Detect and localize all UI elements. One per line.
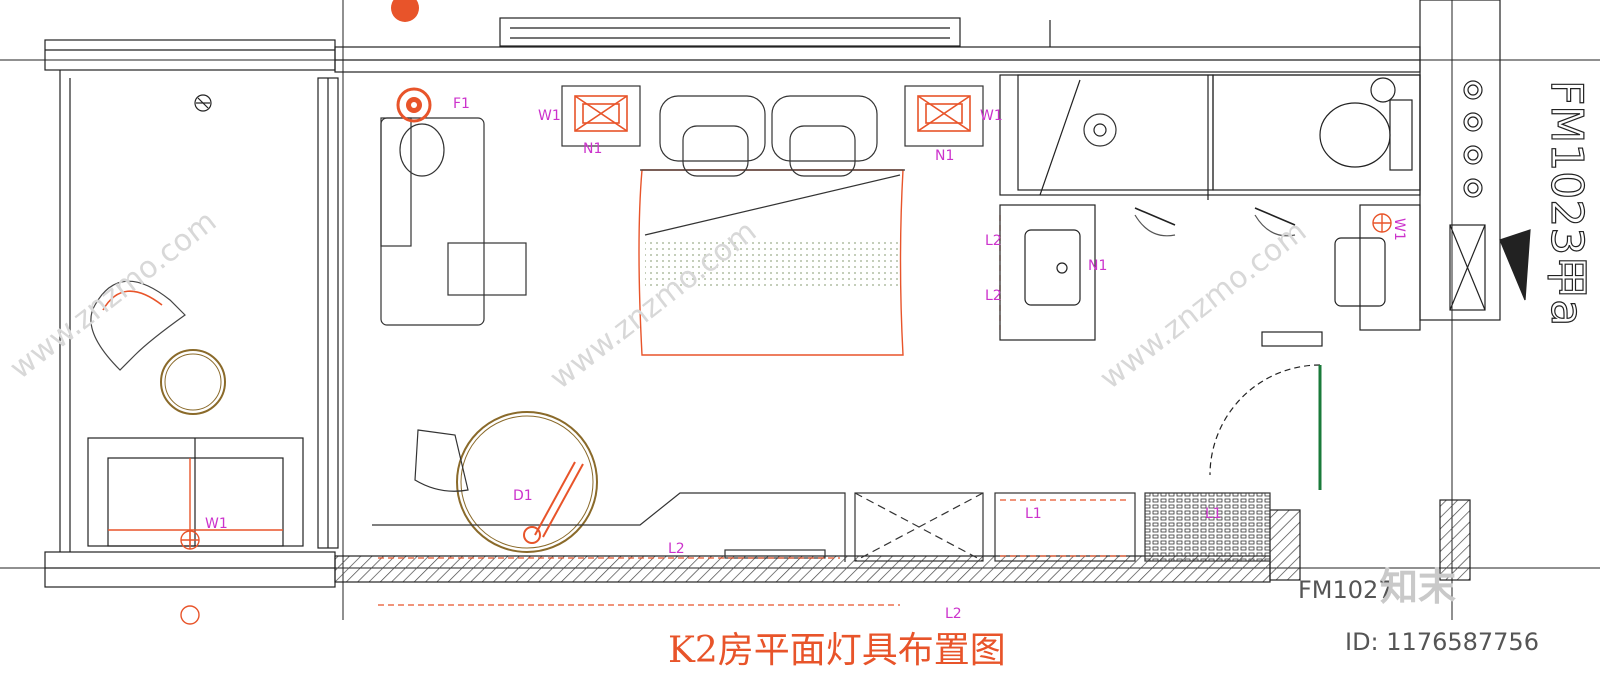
label-l1-closet: L1 [1205,506,1222,522]
label-w1-bath: W1 [1391,218,1407,241]
label-d1: D1 [513,488,533,504]
downlight-icon [180,213,1392,625]
top-wall [44,0,1501,321]
watermark-logo: 知末 [1380,565,1456,609]
wall-lamp-icon-left [574,95,628,132]
right-vents [1449,80,1531,311]
door-label-m1027: FM1027 [1298,576,1394,604]
label-n1-left: N1 [583,141,602,157]
watermark-id: ID: 1176587756 [1345,628,1539,656]
plan-title: K2房平面灯具布置图 [668,630,1006,671]
balcony [59,70,339,552]
label-w1-right: W1 [980,108,1003,124]
label-f1: F1 [453,96,470,112]
bottom-wall [44,499,1471,588]
label-n1-right: N1 [935,148,954,164]
bathroom [999,74,1421,490]
label-w1-balcony: W1 [205,516,228,532]
label-l2-lower: L2 [945,606,962,622]
label-n1-bath: N1 [1088,258,1107,274]
fixture-labels: F1 W1 N1 W1 N1 L2 N1 L2 W1 D1 L2 L1 L1 W… [205,96,1407,622]
door-label-fm1023: FM1023甲a [1541,80,1592,326]
label-l1-center: L1 [1025,506,1042,522]
label-l2-top: L2 [985,233,1002,249]
label-l2-bottom: L2 [985,288,1002,304]
watermark-site-1: www.znzmo.com [3,204,223,386]
ceiling-light-icon [391,0,432,123]
wall-lamp-icon-right [917,95,971,132]
label-l2-window: L2 [668,541,685,557]
floor-lamp-icon [523,461,584,544]
bedroom-furniture [372,85,1271,562]
watermark-site-3: www.znzmo.com [1093,214,1313,396]
label-w1-left: W1 [538,108,561,124]
